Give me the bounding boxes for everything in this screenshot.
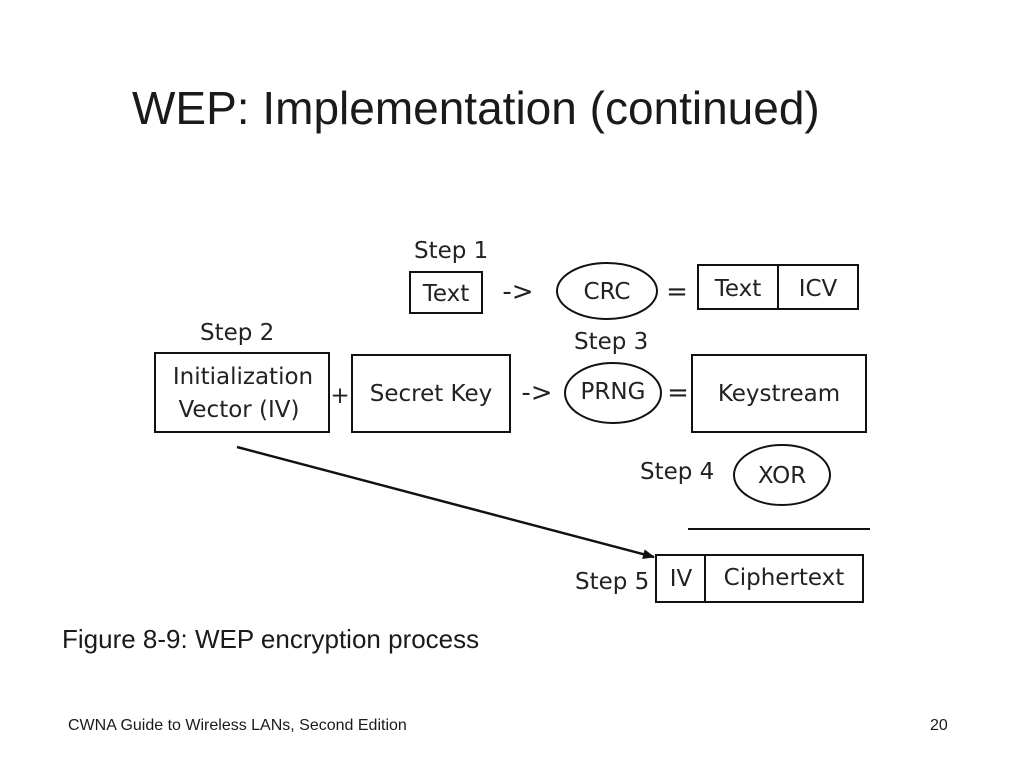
keystream-label: Keystream <box>718 381 840 407</box>
text-output-label: Text <box>714 276 762 302</box>
step-5-label: Step 5 <box>575 569 649 595</box>
xor-label: XOR <box>758 463 806 489</box>
prng-label: PRNG <box>581 379 646 405</box>
iv-to-output-arrow <box>236 445 655 560</box>
xor-ellipse <box>733 444 831 506</box>
iv-output-label: IV <box>670 566 693 592</box>
crc-label: CRC <box>584 279 631 305</box>
page-number: 20 <box>930 717 948 734</box>
slide-title: WEP: Implementation (continued) <box>132 82 820 134</box>
crc-ellipse <box>556 262 658 320</box>
plus-operator: + <box>330 383 349 409</box>
iv-label-line-2: Vector (IV) <box>178 397 299 423</box>
equals-operator-2: = <box>667 378 689 408</box>
icv-label: ICV <box>799 276 838 302</box>
step-1-label: Step 1 <box>414 238 488 264</box>
secret-key-box <box>351 354 511 433</box>
prng-ellipse <box>564 362 662 424</box>
step-4-label: Step 4 <box>640 459 714 485</box>
footer-text: CWNA Guide to Wireless LANs, Second Edit… <box>68 717 407 734</box>
iv-ciphertext-box <box>655 554 864 603</box>
step-3-label: Step 3 <box>574 329 648 355</box>
iv-box <box>154 352 330 433</box>
step-2-label: Step 2 <box>200 320 274 346</box>
text-input-label: Text <box>422 281 470 307</box>
iv-label-line-1: Initialization <box>173 364 313 390</box>
equals-operator-1: = <box>666 277 688 307</box>
arrow-operator-1: -> <box>502 277 533 307</box>
text-input-box <box>409 271 483 314</box>
figure-caption: Figure 8-9: WEP encryption process <box>62 624 480 654</box>
secret-key-label: Secret Key <box>370 381 493 407</box>
keystream-box <box>691 354 867 433</box>
ciphertext-label: Ciphertext <box>724 565 845 591</box>
arrow-operator-2: -> <box>521 378 552 408</box>
